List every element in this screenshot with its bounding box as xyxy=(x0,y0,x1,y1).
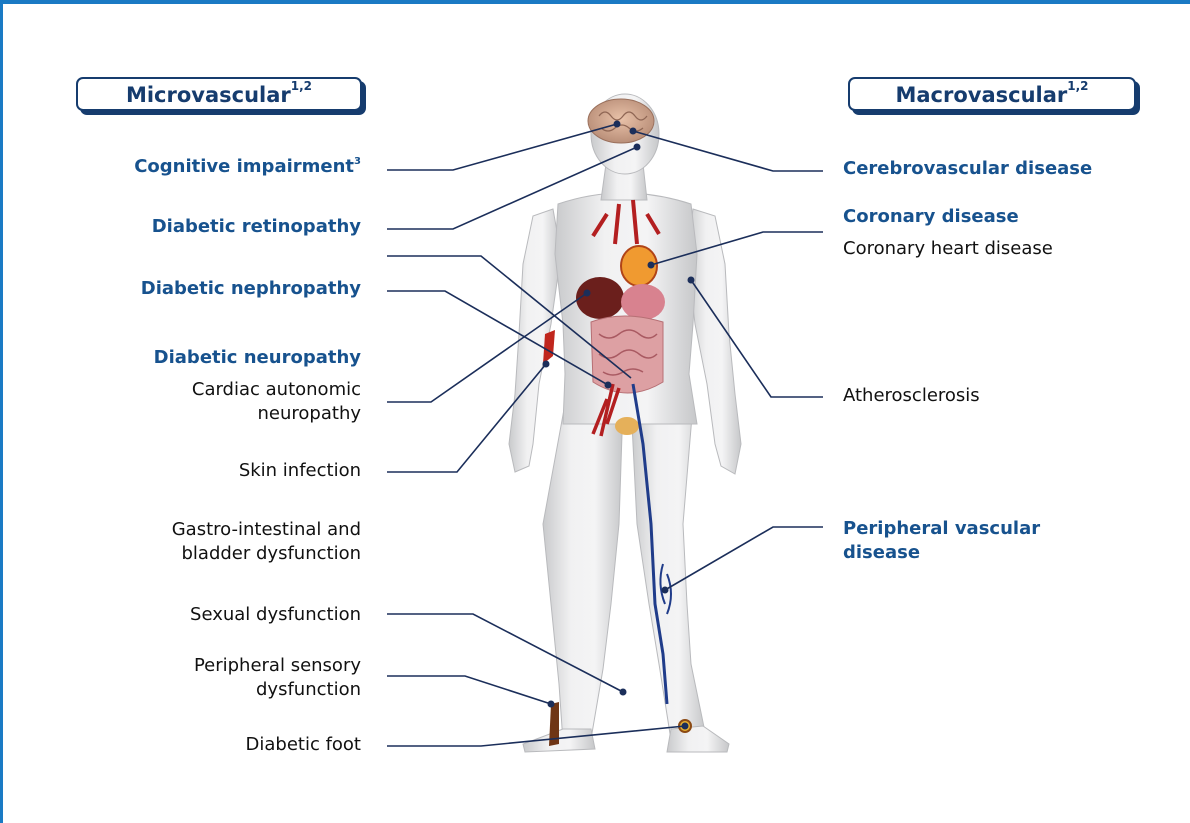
label-pvd-line2: disease xyxy=(843,541,1040,565)
label-sexual-dysfunction: Sexual dysfunction xyxy=(190,603,361,627)
macrovascular-header: Macrovascular1,2 xyxy=(848,77,1136,111)
label-diabetic-foot: Diabetic foot xyxy=(246,733,362,757)
label-cardiac-line1: Cardiac autonomic xyxy=(192,378,361,402)
label-gastro-intestinal: Gastro-intestinal and bladder dysfunctio… xyxy=(172,518,361,566)
label-cardiac-autonomic: Cardiac autonomic neuropathy xyxy=(192,378,361,426)
microvascular-title: Microvascular xyxy=(126,83,291,107)
label-diabetic-nephropathy: Diabetic nephropathy xyxy=(141,277,361,301)
bladder-icon xyxy=(615,417,639,435)
label-skin-infection: Skin infection xyxy=(239,459,361,483)
right-foot xyxy=(667,726,729,752)
label-gastro-line2: bladder dysfunction xyxy=(172,542,361,566)
stomach-icon xyxy=(621,284,665,320)
microvascular-ref: 1,2 xyxy=(291,79,312,93)
leader-sensory xyxy=(387,676,551,704)
label-peripheral-vascular-disease: Peripheral vascular disease xyxy=(843,517,1040,565)
leader-cardiac xyxy=(387,293,587,402)
label-atherosclerosis: Atherosclerosis xyxy=(843,384,980,408)
label-cardiac-line2: neuropathy xyxy=(192,402,361,426)
left-leg xyxy=(543,404,623,742)
macrovascular-ref: 1,2 xyxy=(1067,79,1088,93)
label-peripheral-sensory: Peripheral sensory dysfunction xyxy=(194,654,361,702)
label-coronary-disease: Coronary disease xyxy=(843,205,1019,229)
label-cerebrovascular-disease: Cerebrovascular disease xyxy=(843,157,1092,181)
label-cognitive-impairment: Cognitive impairment3 xyxy=(134,155,361,179)
microvascular-header: Microvascular1,2 xyxy=(76,77,362,111)
body-diagram xyxy=(3,4,1190,823)
leader-cerebro xyxy=(633,131,823,171)
label-cognitive-ref: 3 xyxy=(354,156,361,167)
label-gastro-line1: Gastro-intestinal and xyxy=(172,518,361,542)
liver-icon xyxy=(576,277,624,319)
label-diabetic-neuropathy: Diabetic neuropathy xyxy=(154,346,361,370)
label-diabetic-retinopathy: Diabetic retinopathy xyxy=(152,215,361,239)
macrovascular-title: Macrovascular xyxy=(895,83,1067,107)
leader-pvd xyxy=(665,527,823,590)
right-leg xyxy=(631,404,705,740)
label-sensory-line1: Peripheral sensory xyxy=(194,654,361,678)
label-cognitive-text: Cognitive impairment xyxy=(134,156,354,177)
label-pvd-line1: Peripheral vascular xyxy=(843,517,1040,541)
label-sensory-line2: dysfunction xyxy=(194,678,361,702)
label-coronary-heart-disease: Coronary heart disease xyxy=(843,237,1053,261)
leader-cognitive xyxy=(387,124,617,170)
brain-icon xyxy=(588,99,654,143)
